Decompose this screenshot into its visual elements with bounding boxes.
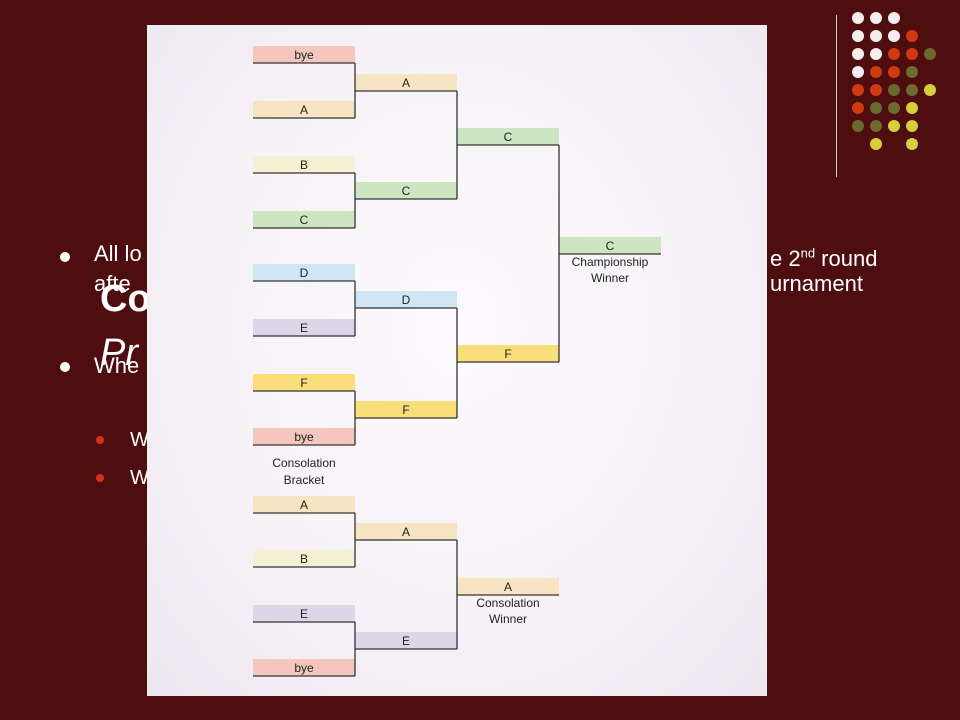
divider-line — [836, 15, 837, 177]
decorative-dot — [852, 12, 864, 24]
decorative-dot — [870, 84, 882, 96]
sub-bullet-text: W — [130, 467, 149, 489]
consolation-round1-slot-cell — [253, 605, 355, 622]
decorative-dot — [852, 102, 864, 114]
round1-slot-cell — [253, 211, 355, 228]
round3-slot-label: F — [504, 347, 511, 361]
decorative-dot-grid — [852, 12, 942, 157]
decorative-dot — [906, 120, 918, 132]
decorative-dot — [870, 30, 882, 42]
consolation-winner-label: Consolation — [476, 596, 539, 610]
decorative-dot — [888, 66, 900, 78]
round1-slot-label: F — [300, 376, 307, 390]
championship-winner-label: Winner — [591, 271, 629, 285]
decorative-dot — [888, 102, 900, 114]
decorative-dot — [924, 84, 936, 96]
consolation-round1-slot-label: A — [300, 498, 308, 512]
round2-slot-cell — [355, 182, 457, 199]
sub-bullet-text: W — [130, 429, 149, 451]
round1-slot-label: E — [300, 321, 308, 335]
round1-slot-label: C — [300, 213, 309, 227]
decorative-dot — [852, 30, 864, 42]
championship-winner-slot-cell — [559, 237, 661, 254]
bullet-text: afte — [94, 271, 131, 296]
decorative-dot — [906, 66, 918, 78]
round2-slot-label: C — [402, 184, 411, 198]
bullet-text: e 2nd round — [770, 246, 878, 272]
decorative-dot — [888, 120, 900, 132]
round1-slot-label: D — [300, 266, 309, 280]
bullet-text: All lo — [94, 241, 142, 266]
decorative-dot — [906, 138, 918, 150]
consolation-round1-slot-label: bye — [294, 661, 314, 675]
slide-title: Co — [100, 278, 151, 320]
round3-slot-label: C — [504, 130, 513, 144]
decorative-dot — [906, 84, 918, 96]
round1-slot-label: bye — [294, 48, 314, 62]
consolation-winner-slot-label: A — [504, 580, 512, 594]
consolation-round1-slot-label: B — [300, 552, 308, 566]
decorative-dot — [888, 12, 900, 24]
decorative-dot — [870, 12, 882, 24]
tournament-bracket-diagram: byeABCDEFbyeACDFCFCChampionshipWinnerCon… — [253, 46, 661, 677]
decorative-dot — [852, 48, 864, 60]
round1-slot-label: A — [300, 103, 308, 117]
decorative-dot — [906, 102, 918, 114]
decorative-dot — [852, 84, 864, 96]
consolation-round2-slot-cell — [355, 632, 457, 649]
decorative-dot — [888, 30, 900, 42]
bullet-dot — [60, 362, 70, 372]
decorative-dot — [906, 48, 918, 60]
round2-slot-cell — [355, 401, 457, 418]
round2-slot-label: F — [402, 403, 409, 417]
consolation-bracket-label: Bracket — [284, 473, 325, 487]
round2-slot-label: A — [402, 76, 410, 90]
consolation-round2-slot-label: E — [402, 634, 410, 648]
consolation-winner-label: Winner — [489, 612, 527, 626]
consolation-round1-slot-cell — [253, 659, 355, 676]
consolation-round2-slot-label: A — [402, 525, 410, 539]
sub-bullet-dot — [96, 436, 104, 444]
consolation-round1-slot-label: E — [300, 607, 308, 621]
round3-slot-cell — [457, 345, 559, 362]
decorative-dot — [852, 66, 864, 78]
decorative-dot — [888, 48, 900, 60]
round2-slot-cell — [355, 74, 457, 91]
round1-slot-cell — [253, 374, 355, 391]
consolation-round1-slot-cell — [253, 496, 355, 513]
round1-slot-label: B — [300, 158, 308, 172]
decorative-dot — [906, 30, 918, 42]
decorative-dot — [870, 138, 882, 150]
round1-slot-cell — [253, 101, 355, 118]
round1-slot-cell — [253, 264, 355, 281]
round1-slot-cell — [253, 428, 355, 445]
decorative-dot — [870, 48, 882, 60]
consolation-winner-slot-cell — [457, 578, 559, 595]
sub-bullet-dot — [96, 474, 104, 482]
decorative-dot — [870, 120, 882, 132]
decorative-dot — [924, 48, 936, 60]
consolation-round1-slot-cell — [253, 550, 355, 567]
round1-slot-cell — [253, 156, 355, 173]
decorative-dot — [870, 102, 882, 114]
championship-winner-label: Championship — [572, 255, 649, 269]
round3-slot-cell — [457, 128, 559, 145]
bullet-text: urnament — [770, 271, 863, 296]
championship-winner-slot-label: C — [606, 239, 615, 253]
decorative-dot — [870, 66, 882, 78]
decorative-dot — [888, 84, 900, 96]
slide-subtitle: Pr — [100, 332, 138, 374]
round2-slot-cell — [355, 291, 457, 308]
round1-slot-cell — [253, 46, 355, 63]
bullet-text: Whe — [94, 353, 140, 378]
round1-slot-cell — [253, 319, 355, 336]
decorative-dot — [852, 120, 864, 132]
round2-slot-label: D — [402, 293, 411, 307]
round1-slot-label: bye — [294, 430, 314, 444]
consolation-round2-slot-cell — [355, 523, 457, 540]
consolation-bracket-label: Consolation — [272, 456, 335, 470]
bullet-dot — [60, 252, 70, 262]
